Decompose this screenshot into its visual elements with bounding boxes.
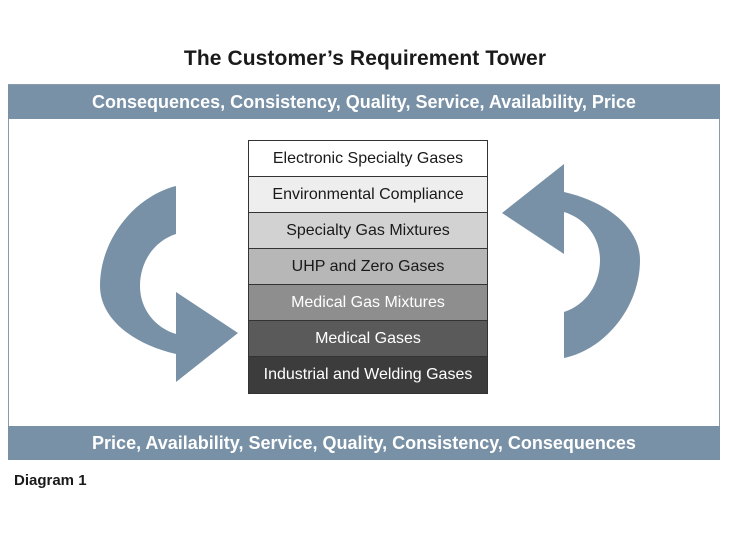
left-arrow-shape [100, 186, 238, 382]
right-cycle-arrow-icon [502, 164, 640, 358]
tier-environmental-compliance: Environmental Compliance [249, 177, 487, 213]
left-cycle-arrow-icon [100, 186, 238, 382]
right-arrow-shape [502, 164, 640, 358]
top-band: Consequences, Consistency, Quality, Serv… [8, 85, 720, 119]
tier-uhp-and-zero-gases: UHP and Zero Gases [249, 249, 487, 285]
diagram-caption: Diagram 1 [14, 472, 87, 489]
tier-specialty-gas-mixtures: Specialty Gas Mixtures [249, 213, 487, 249]
tier-medical-gases: Medical Gases [249, 321, 487, 357]
bottom-band: Price, Availability, Service, Quality, C… [8, 426, 720, 460]
tier-electronic-specialty-gases: Electronic Specialty Gases [249, 141, 487, 177]
diagram-title: The Customer’s Requirement Tower [183, 47, 547, 70]
requirement-tower: Electronic Specialty Gases Environmental… [248, 140, 488, 394]
tier-medical-gas-mixtures: Medical Gas Mixtures [249, 285, 487, 321]
tier-industrial-and-welding-gases: Industrial and Welding Gases [249, 357, 487, 393]
